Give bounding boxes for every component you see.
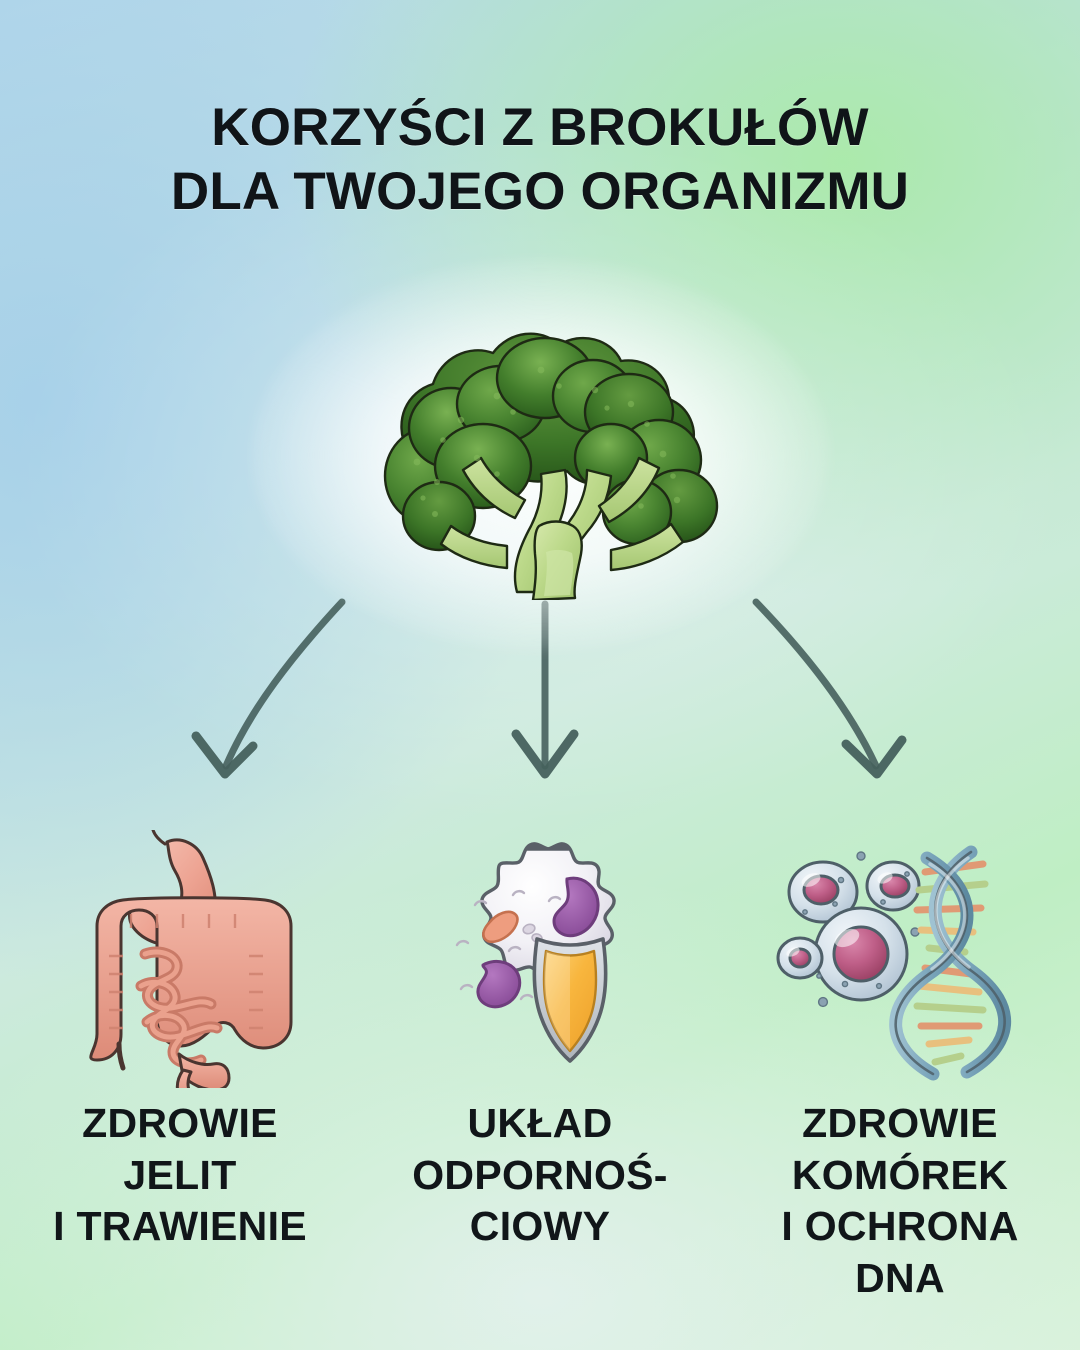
label-line: CIOWY xyxy=(469,1203,611,1250)
label-line: JELIT xyxy=(123,1151,237,1198)
shield-icon xyxy=(532,937,608,1063)
benefit-icon-row xyxy=(0,828,1080,1090)
label-line: I OCHRONA xyxy=(781,1203,1019,1250)
arrow-to-cell-health xyxy=(752,598,880,770)
label-line: KOMÓREK xyxy=(791,1151,1009,1198)
benefit-label-row: ZDROWIE JELIT I TRAWIENIE UKŁAD ODPORNOŚ… xyxy=(0,1098,1080,1305)
benefit-icon-cell-3 xyxy=(720,828,1080,1090)
broccoli-svg xyxy=(383,332,719,600)
cells-and-dna-icon xyxy=(776,845,1012,1081)
benefit-label-cell-health: ZDROWIE KOMÓREK I OCHRONA DNA xyxy=(720,1098,1080,1305)
label-line: ZDROWIE xyxy=(82,1100,278,1146)
digestive-system-icon xyxy=(89,830,293,1088)
benefit-label-immune-system: UKŁAD ODPORNOŚ- CIOWY xyxy=(360,1098,720,1305)
label-line: UKŁAD xyxy=(467,1100,613,1146)
page-title: KORZYŚCI Z BROKUŁÓW DLA TWOJEGO ORGANIZM… xyxy=(0,96,1080,224)
title-line-2: DLA TWOJEGO ORGANIZMU xyxy=(170,162,910,222)
label-line: ZDROWIE xyxy=(802,1100,998,1146)
label-line: ODPORNOŚ- xyxy=(412,1151,668,1198)
broccoli-illustration xyxy=(251,260,829,650)
title-line-1: KORZYŚCI Z BROKUŁÓW xyxy=(211,98,869,157)
arrow-to-gut-health xyxy=(222,598,346,770)
benefit-icon-cell-1 xyxy=(0,828,360,1090)
label-line: I TRAWIENIE xyxy=(53,1203,307,1250)
benefit-icon-cell-2 xyxy=(360,828,720,1090)
dna-helix xyxy=(889,845,1012,1081)
label-line: DNA xyxy=(855,1254,945,1301)
white-blood-cell-with-shield-icon xyxy=(455,842,616,1063)
benefit-label-gut-health: ZDROWIE JELIT I TRAWIENIE xyxy=(0,1098,360,1305)
